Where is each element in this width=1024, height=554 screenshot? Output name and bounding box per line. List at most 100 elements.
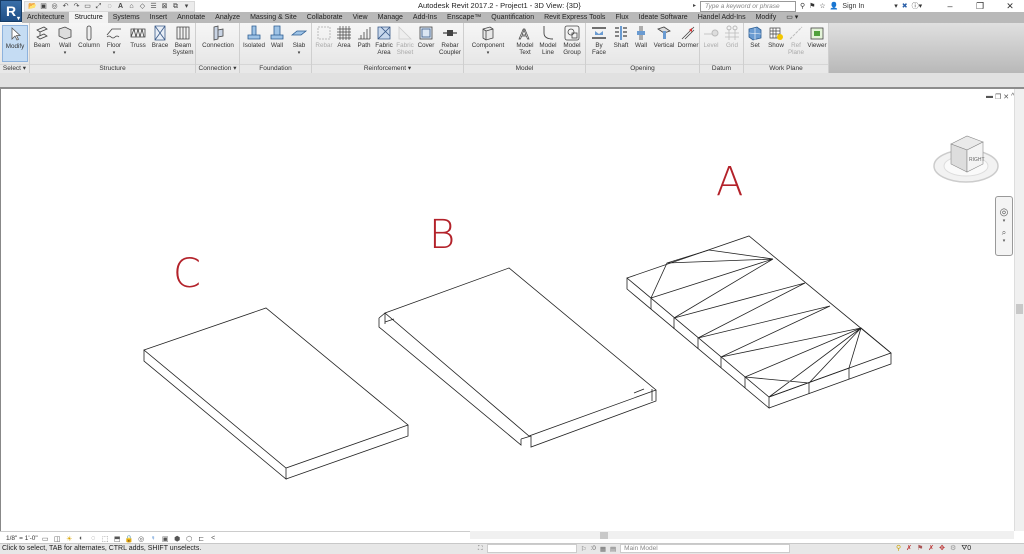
tab-insert[interactable]: Insert <box>149 14 168 21</box>
switch-windows-icon[interactable]: ⧉ <box>173 2 178 10</box>
print-icon[interactable]: ▭ <box>84 2 91 10</box>
truss-button[interactable]: Truss <box>128 25 148 49</box>
design-option-dropdown[interactable]: Main Model <box>620 544 791 553</box>
redo-icon[interactable]: ↷ <box>73 2 80 10</box>
drag-on-selection-icon[interactable]: ✥ <box>939 545 946 552</box>
brace-button[interactable]: Brace <box>150 25 170 49</box>
undo-icon[interactable]: ↶ <box>62 2 69 10</box>
component-button[interactable]: Component▾ <box>466 25 510 57</box>
show-work-plane-button[interactable]: Show <box>765 25 787 49</box>
modify-button[interactable]: Modify <box>2 25 28 62</box>
tab-quantification[interactable]: Quantification <box>491 14 535 21</box>
tab-add-ins[interactable]: Add-Ins <box>412 14 438 21</box>
view-restore-icon[interactable]: ❐ <box>995 94 1002 101</box>
zoom-region-icon[interactable]: ⌕ <box>1001 228 1007 237</box>
exchange-apps-icon[interactable]: ✖ <box>901 3 908 10</box>
sync-icon[interactable]: ◎ <box>51 2 58 10</box>
tab-analyze[interactable]: Analyze <box>215 14 241 21</box>
lock-view-icon[interactable]: 🔒 <box>124 535 134 543</box>
connection-button[interactable]: Connection <box>198 25 238 49</box>
subscription-icon[interactable]: ⚑ <box>809 3 816 10</box>
select-underlay-icon[interactable]: ✗ <box>906 545 913 552</box>
reveal-constraints-icon[interactable]: ⊏ <box>198 535 205 543</box>
3d-view-canvas[interactable]: C B A <box>0 89 1014 531</box>
grid-button[interactable]: Grid <box>722 25 742 49</box>
sign-in-button[interactable]: Sign In <box>842 2 865 10</box>
sign-in-dropdown-icon[interactable]: ▾ <box>894 3 898 10</box>
panel-label-reinforcement[interactable]: Reinforcement ▾ <box>312 64 463 73</box>
beam-button[interactable]: Beam <box>32 25 52 49</box>
open-icon[interactable]: 📂 <box>28 2 37 10</box>
ribbon-minimize-toggle[interactable]: ▭ ▾ <box>786 14 799 21</box>
rebar-button[interactable]: Rebar <box>314 25 334 49</box>
tab-systems[interactable]: Systems <box>112 14 140 21</box>
tab-manage[interactable]: Manage <box>377 14 403 21</box>
steering-wheel-dropdown-icon[interactable]: ▾ <box>1002 218 1006 224</box>
editable-only-icon[interactable]: ⚐ <box>580 545 587 553</box>
measure-icon[interactable]: ⤢ <box>95 2 102 10</box>
save-icon[interactable]: ▣ <box>40 2 47 10</box>
tab-view[interactable]: View <box>352 14 368 21</box>
shadows-icon[interactable]: ◐ <box>79 535 84 542</box>
tab-revit-express-tools[interactable]: Revit Express Tools <box>544 14 606 21</box>
vertical-scroll-thumb[interactable] <box>1016 304 1023 314</box>
tab-massing-site[interactable]: Massing & Site <box>250 14 297 21</box>
design-options-icon[interactable]: ▦ <box>599 545 606 553</box>
filter-icon[interactable]: ⛛0 <box>961 545 972 552</box>
viewer-button[interactable]: Viewer <box>806 25 828 49</box>
tab-handel-add-ins[interactable]: Handel Add-Ins <box>697 14 746 21</box>
temp-view-properties-icon[interactable]: ▣ <box>161 535 169 543</box>
vertical-scrollbar[interactable] <box>1014 89 1024 531</box>
view-scale[interactable]: 1/8" = 1'-0" <box>6 535 38 542</box>
floor-button[interactable]: Floor▾ <box>104 25 124 57</box>
crop-view-icon[interactable]: ⬚ <box>101 535 109 543</box>
user-icon[interactable]: 👤 <box>829 3 839 10</box>
application-menu-button[interactable]: R▾ <box>0 0 22 22</box>
steering-wheel-icon[interactable]: ◎ <box>999 207 1009 218</box>
tab-structure[interactable]: Structure <box>69 12 108 23</box>
cover-button[interactable]: Cover <box>416 25 436 49</box>
area-reinforcement-button[interactable]: Area <box>335 25 353 49</box>
detail-level-icon[interactable]: ▭ <box>41 535 49 543</box>
sun-path-icon[interactable]: ☀ <box>66 535 73 543</box>
worksets-icon[interactable]: ⛶ <box>478 544 483 552</box>
temp-hide-icon[interactable]: ◎ <box>138 535 145 543</box>
close-hidden-icon[interactable]: ⊠ <box>161 2 168 10</box>
exclude-options-icon[interactable]: ▤ <box>609 545 617 553</box>
scroll-up-icon[interactable]: ^ <box>1011 93 1015 100</box>
background-processes-icon[interactable]: ⚙ <box>950 545 957 552</box>
search-input[interactable]: Type a keyword or phrase <box>700 1 796 12</box>
section-icon[interactable]: ◇ <box>139 2 146 10</box>
favorites-star-icon[interactable]: ☆ <box>819 3 826 10</box>
workset-dropdown[interactable] <box>486 544 577 553</box>
horizontal-scrollbar[interactable] <box>470 531 1014 539</box>
view-close-icon[interactable]: ✕ <box>1003 94 1010 101</box>
model-geometry[interactable] <box>1 89 1015 531</box>
slab-foundation-button[interactable]: Slab▾ <box>289 25 309 57</box>
horizontal-scroll-thumb[interactable] <box>600 532 608 539</box>
minimize-button[interactable]: – <box>947 1 953 11</box>
tab-modify[interactable]: Modify <box>755 14 777 21</box>
close-button[interactable]: ✕ <box>1006 1 1014 11</box>
shaft-opening-button[interactable]: Shaft <box>610 25 632 49</box>
set-work-plane-button[interactable]: Set <box>745 25 765 49</box>
viewcube[interactable]: RIGHT <box>931 128 1001 188</box>
tab-architecture[interactable]: Architecture <box>27 14 65 21</box>
select-links-icon[interactable]: ⚲ <box>896 545 902 552</box>
dormer-opening-button[interactable]: Dormer <box>676 25 700 49</box>
select-pinned-icon[interactable]: ⚑ <box>917 545 924 552</box>
select-by-face-icon[interactable]: ✗ <box>928 545 935 552</box>
vertical-opening-button[interactable]: Vertical <box>651 25 677 49</box>
level-button[interactable]: Level <box>701 25 721 49</box>
wall-opening-button[interactable]: Wall <box>631 25 651 49</box>
zoom-dropdown-icon[interactable]: ▾ <box>1002 238 1006 244</box>
column-button[interactable]: Column <box>77 25 101 49</box>
